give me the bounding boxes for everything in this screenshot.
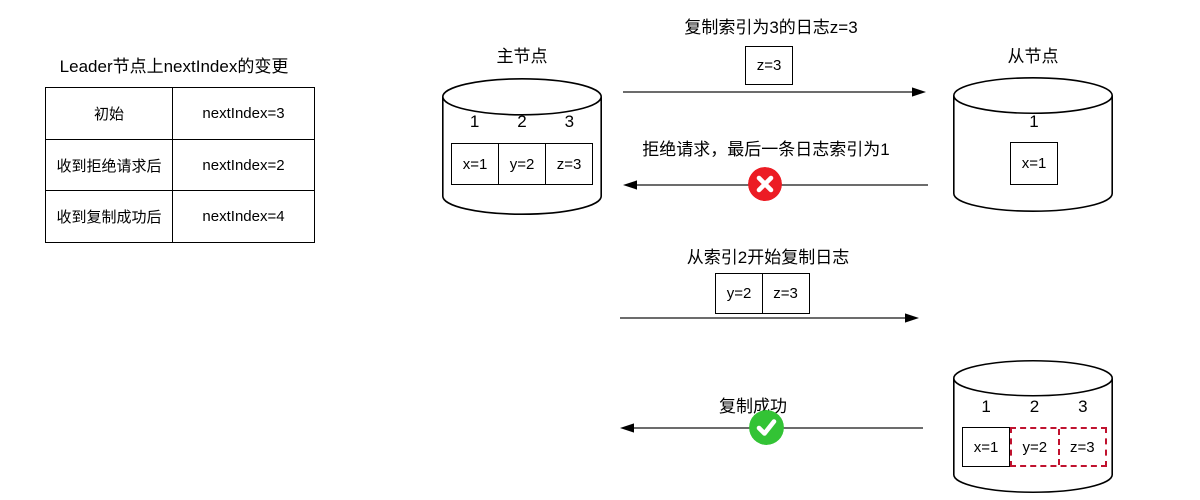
log-entry-cell-dashed: y=2 — [1012, 429, 1060, 465]
leader-log-row: x=1 y=2 z=3 — [451, 143, 593, 185]
replicated-entries-dashed-group: y=2 z=3 — [1010, 427, 1107, 467]
log-index: 3 — [564, 112, 575, 131]
payload-log-box: z=3 — [745, 46, 793, 85]
log-entry-cell: y=2 — [498, 144, 545, 184]
stage-cell: 初始 — [46, 88, 173, 139]
leader-log-indices: 1 2 3 — [451, 112, 593, 132]
arrow-right-icon — [623, 87, 926, 97]
leader-node-label: 主节点 — [496, 47, 548, 66]
message-label-reject: 拒绝请求，最后一条日志索引为1 — [642, 140, 890, 159]
log-index: 1 — [981, 397, 991, 416]
stage-cell: 收到复制成功后 — [46, 191, 173, 243]
payload-log-box: y=2 — [715, 273, 763, 314]
message-payload: z=3 — [745, 46, 793, 85]
value-cell: nextIndex=3 — [202, 104, 285, 122]
log-index: 1 — [1029, 112, 1039, 131]
log-index: 1 — [469, 112, 480, 131]
value-cell: nextIndex=4 — [202, 208, 285, 226]
message-label-replicate-from-index2: 从索引2开始复制日志 — [686, 248, 850, 267]
follower-node-label: 从节点 — [1007, 47, 1059, 66]
payload-log-box: z=3 — [761, 273, 810, 314]
log-entry-cell: z=3 — [545, 144, 592, 184]
log-index: 2 — [517, 112, 527, 131]
reject-cross-icon — [748, 167, 782, 201]
log-entry-cell-dashed: z=3 — [1069, 438, 1095, 456]
message-label-replicate-index3: 复制索引为3的日志z=3 — [684, 18, 858, 37]
next-index-table-title: Leader节点上nextIndex的变更 — [59, 57, 289, 76]
follower-after-log-indices: 1 2 3 — [962, 397, 1107, 417]
table-row: 收到拒绝请求后 nextIndex=2 — [46, 139, 314, 192]
next-index-table: 初始 nextIndex=3 收到拒绝请求后 nextIndex=2 收到复制成… — [45, 87, 315, 243]
log-entry-cell: x=1 — [962, 427, 1010, 467]
log-entry-cell: x=1 — [1010, 142, 1058, 185]
message-payload: y=2 z=3 — [715, 273, 810, 314]
message-label-success: 复制成功 — [719, 397, 787, 416]
log-index: 2 — [1029, 397, 1040, 416]
arrow-right-icon — [620, 313, 919, 323]
log-index: 3 — [1078, 397, 1088, 416]
table-row: 初始 nextIndex=3 — [46, 88, 314, 140]
value-cell: nextIndex=2 — [202, 156, 285, 174]
success-check-icon — [749, 410, 784, 445]
log-entry-cell: x=1 — [462, 155, 488, 173]
stage-cell: 收到拒绝请求后 — [46, 139, 173, 191]
table-row: 收到复制成功后 nextIndex=4 — [46, 191, 314, 243]
